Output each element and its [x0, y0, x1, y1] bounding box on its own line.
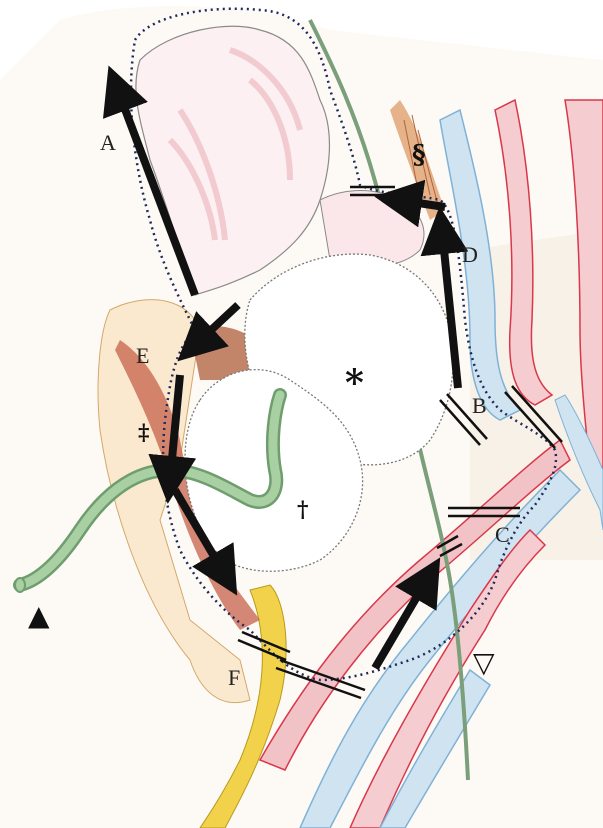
green-tube-end	[15, 578, 25, 592]
symbol-dagger: †	[297, 497, 309, 523]
label-b: B	[472, 393, 487, 418]
label-e: E	[136, 343, 149, 368]
label-c: C	[495, 522, 510, 547]
symbol-double-dagger: ‡	[138, 420, 150, 446]
label-a: A	[100, 130, 116, 155]
open-triangle-icon: ▽	[473, 646, 495, 679]
symbol-asterisk: *	[345, 362, 364, 404]
symbol-section: §	[412, 140, 426, 170]
filled-triangle-icon: ▲	[28, 599, 50, 632]
label-d: D	[462, 242, 478, 267]
label-f: F	[228, 665, 240, 690]
